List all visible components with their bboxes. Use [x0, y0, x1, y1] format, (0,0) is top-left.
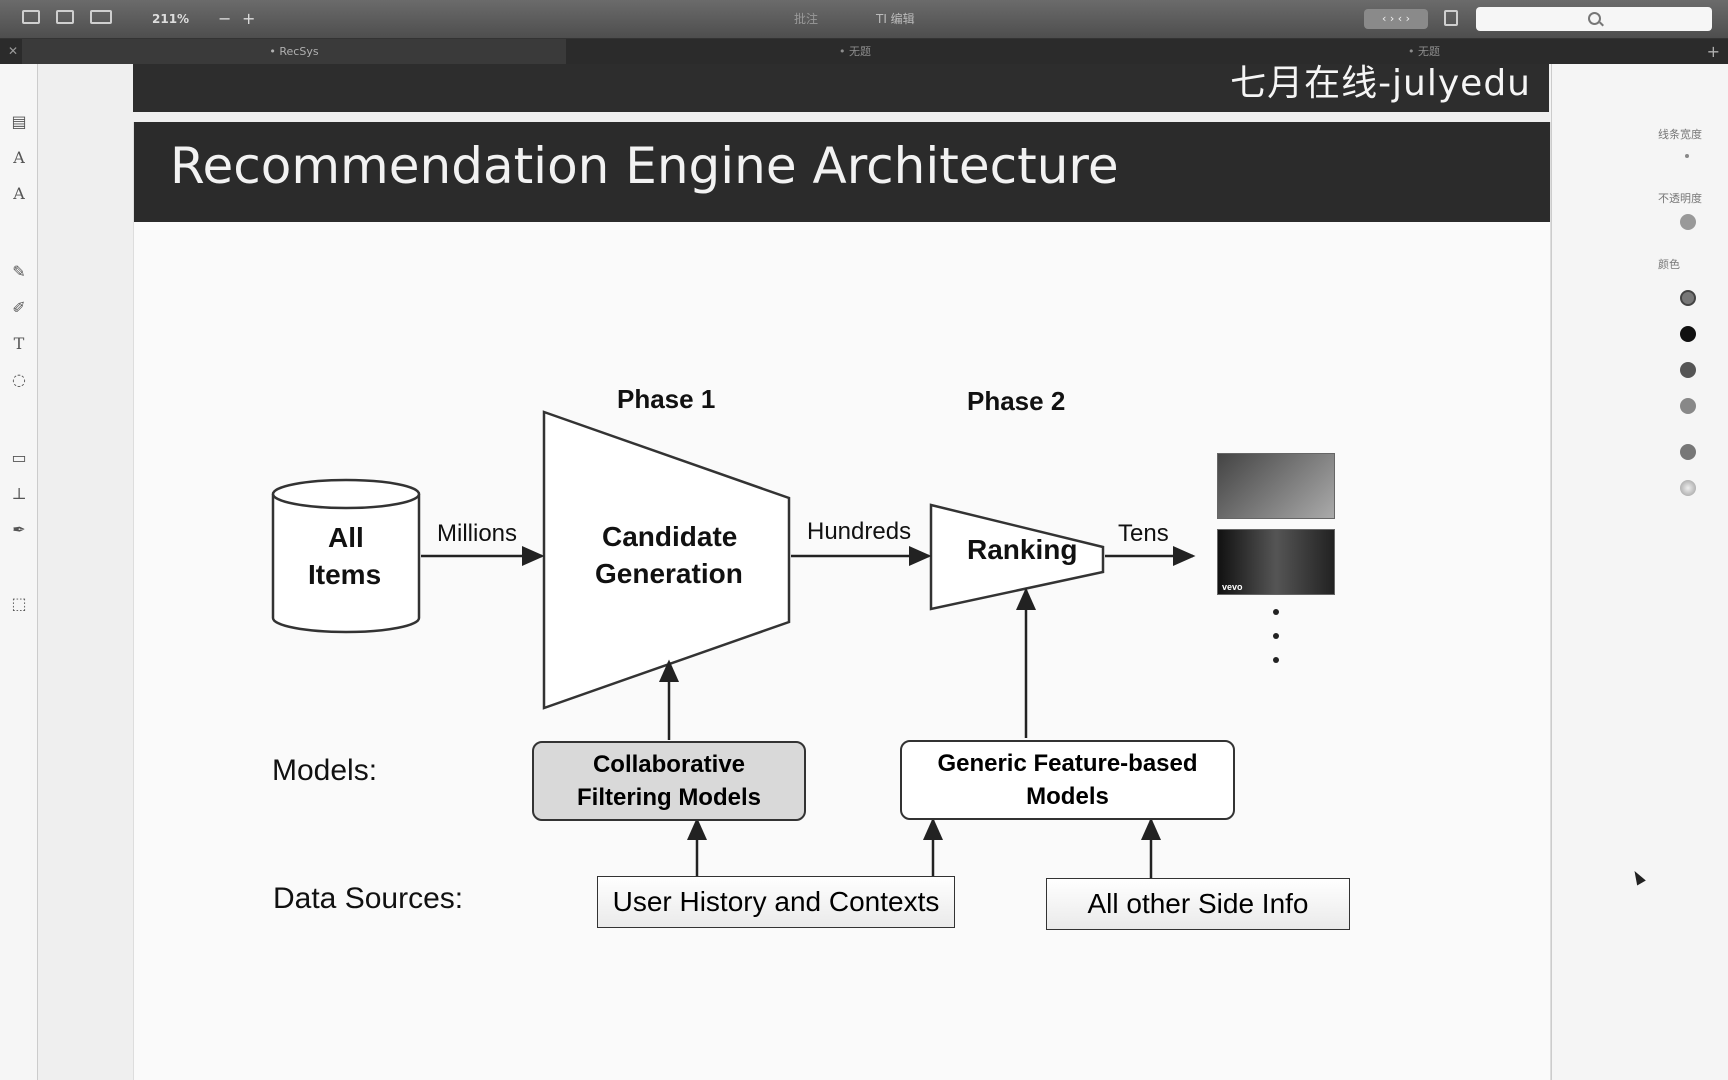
slide-header: Recommendation Engine Architecture [134, 122, 1550, 222]
data-sources-label: Data Sources: [273, 882, 464, 915]
tens-label: Tens [1118, 520, 1169, 547]
opacity-swatch[interactable] [1680, 214, 1696, 230]
generic-feature-box: Generic Feature-based Models [900, 740, 1235, 820]
page-view-icon[interactable] [90, 10, 112, 24]
search-input[interactable] [1476, 7, 1712, 31]
line-width-label: 线条宽度 [1658, 128, 1702, 141]
ranking-label: Ranking [967, 534, 1078, 565]
line-width-dot[interactable] [1685, 154, 1689, 158]
collaborative-filtering-box: Collaborative Filtering Models [532, 741, 806, 821]
color-swatch-gray[interactable] [1680, 398, 1696, 414]
annotate-tool[interactable]: 批注 [794, 12, 819, 26]
stamp-tool-icon[interactable]: ⊥ [11, 484, 27, 503]
all-items-line2: Items [308, 559, 382, 590]
shape-tool-icon[interactable]: ◌ [12, 370, 26, 389]
text-box-tool-icon[interactable]: ▤ [11, 112, 27, 131]
properties-panel: 线条宽度 不透明度 颜色 [1551, 64, 1728, 1080]
text-size-tool-icon[interactable]: A [13, 148, 25, 167]
pen-tool-icon[interactable]: ✎ [12, 262, 26, 281]
comment-tool-icon[interactable]: ▭ [11, 448, 27, 467]
signature-tool-icon[interactable]: ✒ [12, 520, 26, 539]
hundreds-label: Hundreds [807, 518, 912, 545]
tab-bar: ✕ • RecSys • 无题 • 无题 + [0, 39, 1728, 64]
color-swatch-black[interactable] [1680, 326, 1696, 342]
phase-2-label: Phase 2 [967, 386, 1066, 416]
gf-line2: Models [1026, 783, 1109, 810]
ellipsis-dot [1273, 609, 1279, 615]
cf-line1: Collaborative [592, 751, 746, 778]
ellipsis-dot [1273, 657, 1279, 663]
side-info-box: All other Side Info [1046, 878, 1350, 930]
result-thumbnail-1 [1217, 453, 1335, 519]
color-swatch-selected[interactable] [1680, 290, 1696, 306]
tab-recsys[interactable]: • RecSys [22, 39, 566, 64]
select-region-tool-icon[interactable]: ⬚ [11, 594, 27, 613]
share-icon[interactable] [1444, 10, 1458, 26]
zoom-level[interactable]: 211% [152, 12, 190, 26]
gf-line1: Generic Feature-based [937, 750, 1198, 777]
grid-view-icon[interactable] [56, 10, 74, 24]
ellipsis-dot [1273, 633, 1279, 639]
models-label: Models: [272, 754, 378, 787]
search-icon [1588, 12, 1601, 25]
zoom-in-button[interactable]: + [242, 9, 256, 28]
candidate-line1: Candidate [602, 521, 738, 552]
edit-text-tool[interactable]: TI 编辑 [876, 12, 915, 26]
previous-slide-footer: 七月在线-julyedu [133, 63, 1549, 112]
color-swatch-mid-gray[interactable] [1680, 444, 1696, 460]
left-toolbar: ▤ A A ✎ ✐ T ◌ ▭ ⊥ ✒ ⬚ [0, 64, 38, 1080]
vevo-logo: vevo [1222, 582, 1243, 592]
diagram-lines [271, 410, 1196, 878]
all-items-cylinder [271, 478, 421, 634]
color-label: 颜色 [1658, 258, 1680, 271]
all-items-line1: All [328, 522, 364, 553]
color-swatch-dark-gray[interactable] [1680, 362, 1696, 378]
ranking-shape [929, 503, 1105, 611]
result-thumbnail-2: vevo [1217, 529, 1335, 595]
cf-line2: Filtering Models [576, 784, 761, 811]
tab-untitled-2[interactable]: • 无题 [1408, 45, 1440, 58]
color-swatch-custom[interactable] [1680, 480, 1696, 496]
slide-title: Recommendation Engine Architecture [170, 137, 1119, 195]
tab-untitled-1[interactable]: • 无题 [839, 45, 871, 58]
millions-label: Millions [437, 520, 518, 547]
page-nav-pill[interactable]: ‹ › ‹ › [1364, 9, 1428, 29]
candidate-line2: Generation [595, 558, 743, 589]
opacity-label: 不透明度 [1658, 192, 1702, 205]
text-style-tool-icon[interactable]: A [13, 184, 25, 203]
text-tool-icon[interactable]: T [13, 334, 25, 353]
user-history-box: User History and Contexts [597, 876, 955, 928]
architecture-diagram: Phase 1 Phase 2 All Items Millions Candi… [134, 122, 1550, 1080]
sidebar-toggle-icon[interactable] [22, 10, 40, 24]
phase-1-label: Phase 1 [617, 384, 716, 414]
slide: Recommendation Engine Architecture [133, 122, 1551, 1080]
close-tab-icon[interactable]: ✕ [8, 44, 19, 58]
candidate-generation-shape [542, 410, 791, 710]
watermark: 七月在线-julyedu [1230, 63, 1531, 104]
highlighter-tool-icon[interactable]: ✐ [12, 298, 26, 317]
zoom-out-button[interactable]: − [218, 9, 232, 28]
top-toolbar: 211% − + 批注 TI 编辑 ‹ › ‹ › [0, 0, 1728, 39]
add-tab-icon[interactable]: + [1706, 42, 1720, 61]
